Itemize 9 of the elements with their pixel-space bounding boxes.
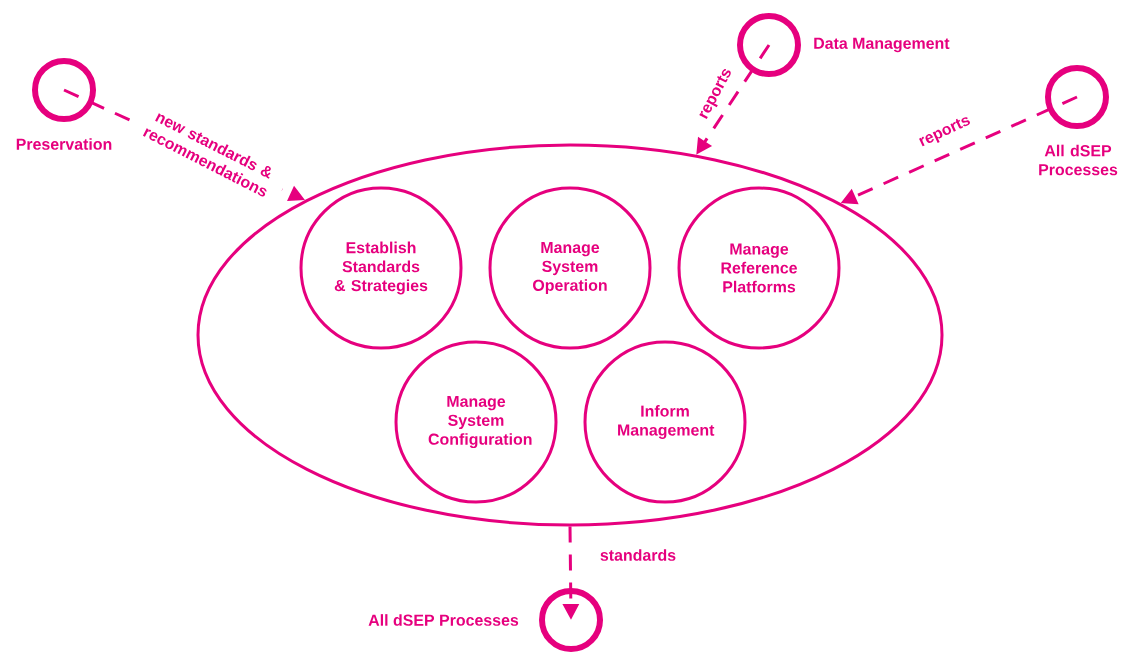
- node-label: All dSEP Processes: [1039, 144, 1118, 176]
- external-process: Preservation: [16, 58, 112, 150]
- node-label: Preservation: [16, 138, 112, 150]
- external-process: All dSEP Processes: [1039, 65, 1118, 176]
- node-label: Data Management: [814, 37, 950, 53]
- node-label: All dSEP Processes: [368, 614, 519, 626]
- edge-label: standards: [598, 548, 678, 562]
- external-process: All dSEP Processes: [368, 588, 603, 652]
- external-process: Data Management: [737, 13, 950, 77]
